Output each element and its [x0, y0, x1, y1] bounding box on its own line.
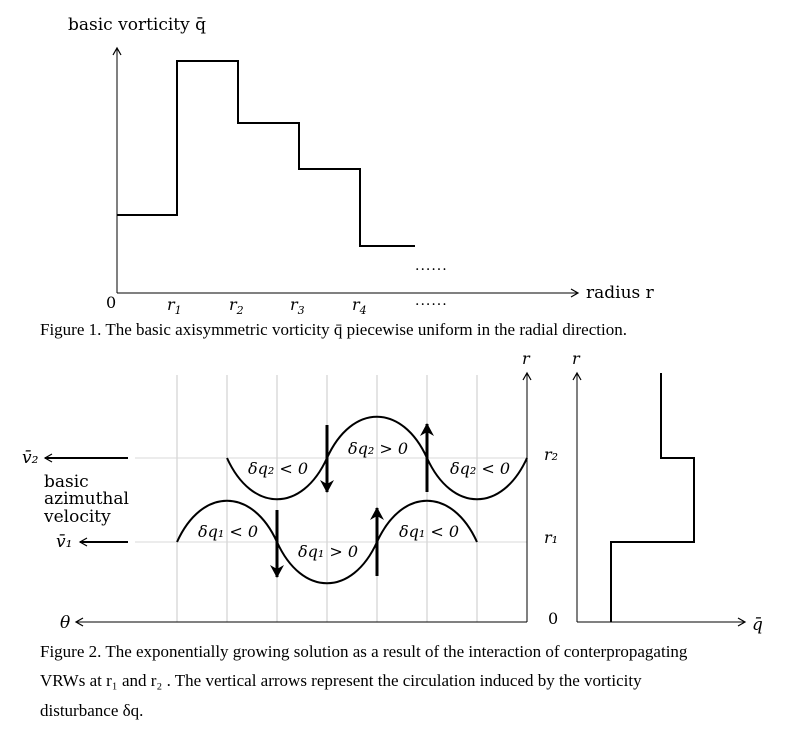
fig1-y-axis-label: basic vorticity q̄ [68, 15, 206, 35]
fig1-tick-r4: r4 [352, 295, 367, 317]
fig1-dots-lower: ...... [415, 293, 448, 309]
fig2-hgridlines [135, 457, 527, 543]
label-dq1-neg-left: δq₁ < 0 [198, 522, 258, 541]
label-dq1-pos: δq₁ > 0 [298, 542, 358, 561]
fig1-dots-upper: ...... [415, 258, 448, 274]
fig2-vorticity-profile [610, 373, 695, 622]
fig2-caption-line3: disturbance δq. [40, 701, 143, 720]
fig2-r-label-left: r [522, 349, 531, 368]
label-dq1-neg-right: δq₁ < 0 [399, 522, 459, 541]
basic-velocity-line1: basic [44, 472, 89, 492]
figure2: r θ δq₂ < 0 δq₂ > 0 δq₂ < 0 δq₁ < 0 δq₁ … [22, 349, 763, 720]
r2-label: r₂ [544, 445, 558, 464]
basic-velocity-line2: azimuthal [44, 489, 129, 509]
label-dq2-neg-left: δq₂ < 0 [248, 459, 308, 478]
fig1-tick-r1: r1 [167, 295, 182, 317]
upper-wave-r2 [226, 415, 528, 501]
fig2-r-label-right: r [572, 349, 581, 368]
figure1: basic vorticity q̄ radius r ...... 0 r1 … [40, 15, 655, 339]
fig1-tick-r3: r3 [290, 295, 305, 317]
fig1-caption: Figure 1. The basic axisymmetric vortici… [40, 320, 627, 339]
v1-label: v̄₁ [56, 532, 72, 552]
vorticity-step-profile [117, 60, 415, 247]
fig2-gridlines [176, 375, 478, 622]
fig2-caption-line2: VRWs at r₁ and r₂ . The vertical arrows … [40, 671, 642, 690]
fig2-theta-label: θ [60, 613, 70, 633]
fig1-origin-label: 0 [106, 293, 116, 312]
basic-velocity-line3: velocity [43, 507, 111, 527]
r1-label: r₁ [544, 528, 558, 547]
v2-label: v̄₂ [22, 448, 39, 468]
fig1-tick-r2: r2 [229, 295, 244, 317]
label-dq2-neg-right: δq₂ < 0 [450, 459, 510, 478]
label-dq2-pos: δq₂ > 0 [348, 439, 408, 458]
fig1-x-axis-label: radius r [586, 283, 655, 303]
zero-label: 0 [548, 609, 558, 628]
lower-wave-r1 [176, 499, 478, 585]
fig2-q-label: q̄ [752, 615, 763, 635]
fig2-caption-line1: Figure 2. The exponentially growing solu… [40, 642, 688, 661]
